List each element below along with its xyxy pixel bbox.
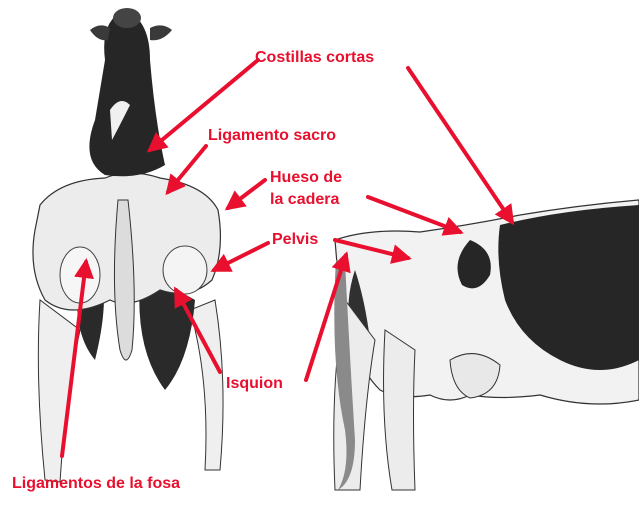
- arrow-pelvis-rear: [214, 243, 268, 270]
- arrow-costillas-cortas-side: [408, 68, 512, 222]
- arrow-hueso-cadera-rear: [228, 180, 265, 208]
- label-ligamentos-fosa: Ligamentos de la fosa: [12, 475, 180, 492]
- label-isquion: Isquion: [226, 375, 283, 392]
- arrow-hueso-cadera-side: [368, 197, 460, 232]
- label-hueso-cadera-line1: Hueso de: [270, 169, 342, 186]
- cow-rear-view-illustration: [33, 8, 223, 482]
- cow-side-view-illustration: [334, 200, 639, 490]
- label-ligamento-sacro: Ligamento sacro: [208, 127, 336, 144]
- label-pelvis: Pelvis: [272, 231, 318, 248]
- label-hueso-cadera-line2: la cadera: [270, 191, 339, 208]
- label-costillas-cortas: Costillas cortas: [255, 49, 374, 66]
